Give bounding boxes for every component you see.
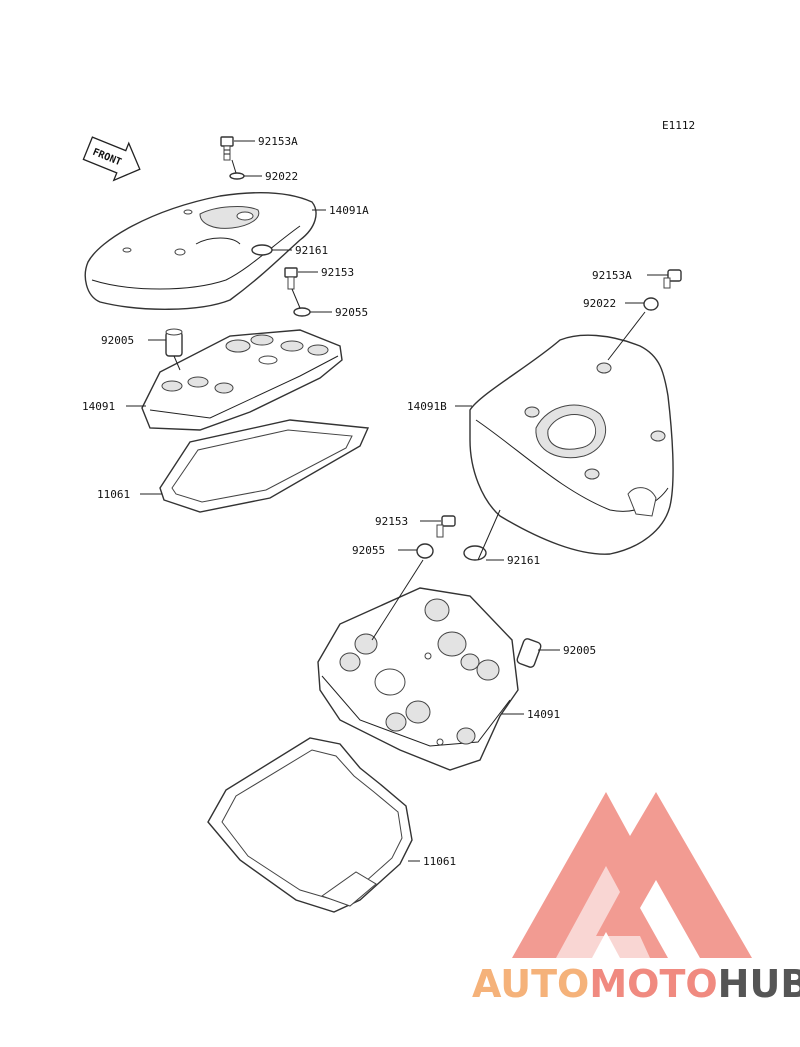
callout-92022-right: 92022: [583, 297, 616, 310]
callout-92153-right: 92153: [375, 515, 408, 528]
dowel-92005-right: [516, 638, 542, 668]
callout-92153-left: 92153: [321, 266, 354, 279]
callout-14091-right: 14091: [527, 708, 560, 721]
watermark-triangle-icon: [512, 792, 752, 958]
callout-92005-left: 92005: [101, 334, 134, 347]
washer-92055-left: [293, 307, 311, 317]
callout-92055-right: 92055: [352, 544, 385, 557]
gasket-11061-right: [207, 737, 413, 913]
head-cover-14091-left: [141, 329, 343, 431]
washer-92022-left: [229, 172, 245, 180]
callout-labels: 92153A 92022 14091A 92161 92153 92055 92…: [82, 135, 632, 868]
callout-92161-right: 92161: [507, 554, 540, 567]
callout-14091a: 14091A: [329, 204, 369, 217]
bolt-92153a-top: [220, 136, 234, 161]
callout-14091-left: 14091: [82, 400, 115, 413]
callout-92153a-right: 92153A: [592, 269, 632, 282]
head-cover-14091-right: [317, 587, 519, 771]
washer-92161-left: [251, 244, 273, 256]
gasket-11061-left: [159, 419, 370, 513]
callout-92161-left: 92161: [295, 244, 328, 257]
bolt-92153-right: [436, 515, 456, 538]
diagram-code: E1112: [662, 119, 695, 132]
watermark-part1: AUTO: [472, 962, 589, 1006]
cylinder-cover-14091b: [469, 334, 674, 555]
leader-lines: [126, 140, 668, 862]
callout-92055-left: 92055: [335, 306, 368, 319]
bolt-92153-left: [284, 267, 298, 290]
dowel-92005-left: [165, 328, 183, 357]
callout-11061-right: 11061: [423, 855, 456, 868]
front-arrow-icon: FRONT: [82, 136, 141, 182]
cylinder-cover-14091a: [84, 191, 317, 310]
washer-92055-right: [416, 543, 434, 559]
callout-92005-right: 92005: [563, 644, 596, 657]
callout-92022-left: 92022: [265, 170, 298, 183]
watermark-part2: MOTO: [589, 962, 717, 1006]
callout-92153a-top: 92153A: [258, 135, 298, 148]
washer-92161-right: [463, 545, 487, 561]
washer-92022-right: [643, 297, 659, 311]
callout-11061-left: 11061: [97, 488, 130, 501]
bolt-92153a-right: [663, 269, 682, 289]
watermark-text: AUTOMOTOHUB: [472, 962, 800, 1006]
watermark-logo: [512, 792, 752, 958]
watermark-part3: HUB: [718, 962, 800, 1006]
callout-14091b: 14091B: [407, 400, 447, 413]
